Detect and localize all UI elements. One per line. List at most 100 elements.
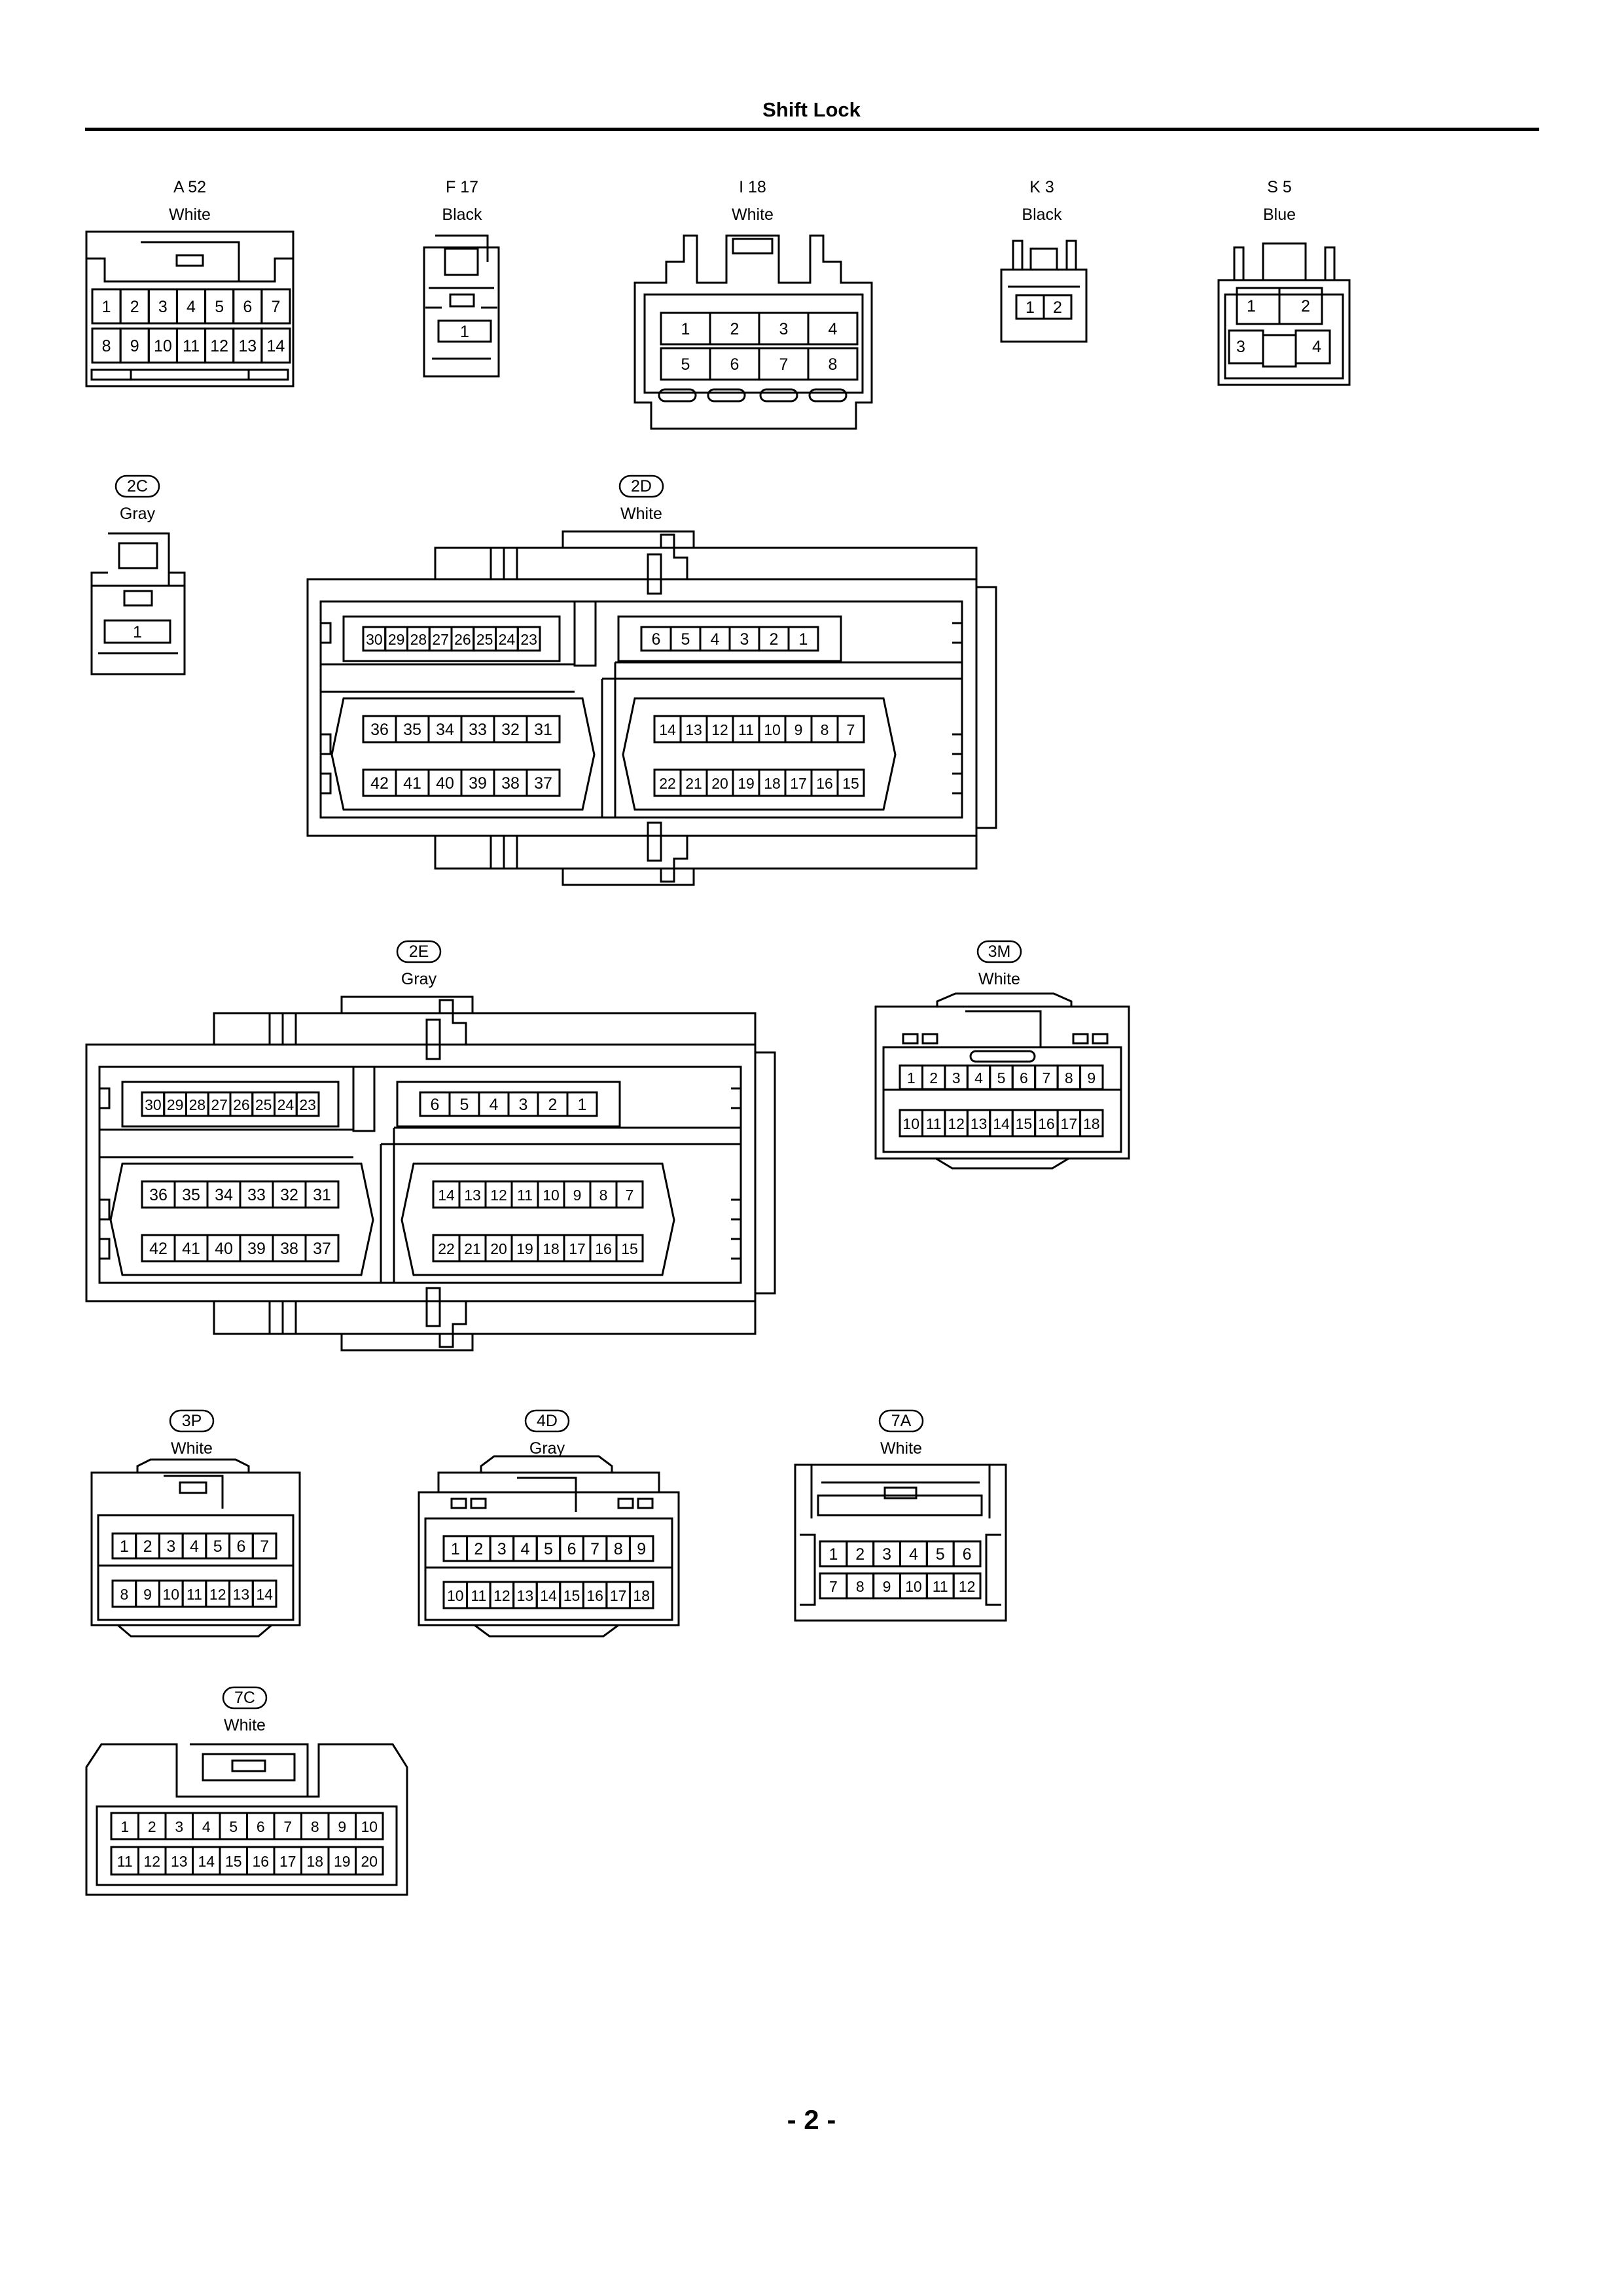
- pin-label: 17: [569, 1240, 586, 1257]
- pin-label: 33: [247, 1186, 266, 1204]
- pin-label: 15: [621, 1240, 638, 1257]
- lock-tab: [123, 590, 153, 607]
- pin-label: 12: [209, 1586, 226, 1603]
- slot: [617, 1498, 634, 1509]
- slot: [1092, 1033, 1109, 1045]
- bottom-rail: [434, 836, 978, 870]
- pin-label: 10: [361, 1818, 378, 1835]
- connector-color: White: [880, 1439, 922, 1458]
- connector-color: White: [732, 206, 774, 224]
- connector-id: 4D: [537, 1412, 558, 1430]
- pin-label: 3: [882, 1545, 891, 1564]
- pin-cell: [836, 768, 865, 797]
- page-title: Shift Lock: [762, 98, 861, 121]
- pin-label: 40: [436, 774, 454, 793]
- pin-label: 2: [1053, 298, 1062, 317]
- pin-label: 3: [779, 320, 789, 338]
- pin-label: 35: [403, 721, 421, 739]
- pin-label: 9: [143, 1586, 152, 1603]
- pin-label: 6: [243, 298, 252, 316]
- pin-label: 4: [974, 1069, 983, 1086]
- pin-label: 3: [519, 1096, 528, 1114]
- latch: [90, 571, 186, 586]
- pin-label: 14: [540, 1587, 557, 1604]
- pin-label: 26: [233, 1096, 250, 1113]
- latch-tab: [660, 533, 688, 579]
- pin-label: 34: [436, 721, 454, 739]
- pin-label: 5: [213, 1537, 223, 1556]
- pin-cell: [304, 1234, 340, 1263]
- pin-housing: [396, 1081, 621, 1128]
- pin-label: 9: [573, 1187, 582, 1204]
- pin-cell: [566, 1091, 598, 1117]
- slot: [921, 1033, 938, 1045]
- pin-label: 11: [117, 1853, 133, 1870]
- pin-label: 3: [952, 1069, 961, 1086]
- latch-window: [118, 542, 158, 569]
- connector-id: S 5: [1267, 178, 1292, 196]
- pin-label: 12: [143, 1853, 160, 1870]
- pin-label: 2: [929, 1069, 938, 1086]
- pin-label: 2: [548, 1096, 558, 1114]
- pin-label: 4: [520, 1540, 529, 1558]
- connector-color: Gray: [529, 1439, 565, 1458]
- pin-cell: [437, 319, 492, 343]
- latch-tab: [438, 999, 467, 1045]
- pin-cell: [787, 626, 819, 652]
- pin-label: 7: [847, 721, 855, 738]
- latch: [965, 1010, 1042, 1047]
- pin-label: 14: [198, 1853, 215, 1870]
- pin-label: 19: [516, 1240, 533, 1257]
- side-tab: [755, 1051, 776, 1295]
- pin-label: 7: [626, 1187, 634, 1204]
- key: [647, 553, 662, 862]
- pin-label: 6: [1020, 1069, 1028, 1086]
- pin-label: 8: [829, 355, 838, 374]
- pin-label: 18: [764, 775, 781, 792]
- pin-label: 5: [544, 1540, 553, 1558]
- connector-face: [424, 1517, 673, 1621]
- divider: [99, 1128, 353, 1158]
- pin-label: 38: [280, 1240, 298, 1258]
- pin-label: 5: [936, 1545, 945, 1564]
- latch-tab: [438, 1301, 467, 1348]
- pin-label: 7: [260, 1537, 269, 1556]
- connector-shell: [85, 1043, 757, 1302]
- pin-label: 1: [102, 298, 111, 316]
- pin-label: 20: [490, 1240, 507, 1257]
- pin-label: 10: [447, 1587, 464, 1604]
- pin-label: 11: [471, 1587, 486, 1604]
- pin-cell: [807, 347, 859, 381]
- pin-label: 11: [517, 1187, 533, 1204]
- pin-label: 18: [1083, 1115, 1100, 1132]
- connector-body: [1000, 268, 1088, 343]
- pin-label: 17: [279, 1853, 296, 1870]
- pin-label: 28: [189, 1096, 206, 1113]
- pin-label: 14: [993, 1115, 1010, 1132]
- pin-label: 31: [534, 721, 552, 739]
- pin-cell: [526, 715, 561, 744]
- connector-face: [1224, 293, 1344, 380]
- pin-label: 21: [464, 1240, 481, 1257]
- latch: [480, 1455, 613, 1473]
- latch: [435, 234, 489, 262]
- pin-label: 2: [143, 1537, 152, 1556]
- pin-label: 1: [451, 1540, 460, 1558]
- pin-label: 11: [933, 1578, 948, 1595]
- pin-label: 27: [211, 1096, 228, 1113]
- slot: [808, 388, 847, 403]
- slot: [707, 388, 746, 403]
- connector-color: White: [978, 970, 1020, 988]
- pin-label: 7: [779, 355, 789, 374]
- slot: [759, 388, 798, 403]
- pin-label: 2: [730, 320, 740, 338]
- pin-label: 7: [1042, 1069, 1050, 1086]
- pin-label: 1: [681, 320, 690, 338]
- connector-id: 2E: [409, 942, 429, 961]
- pin-label: 6: [257, 1818, 265, 1835]
